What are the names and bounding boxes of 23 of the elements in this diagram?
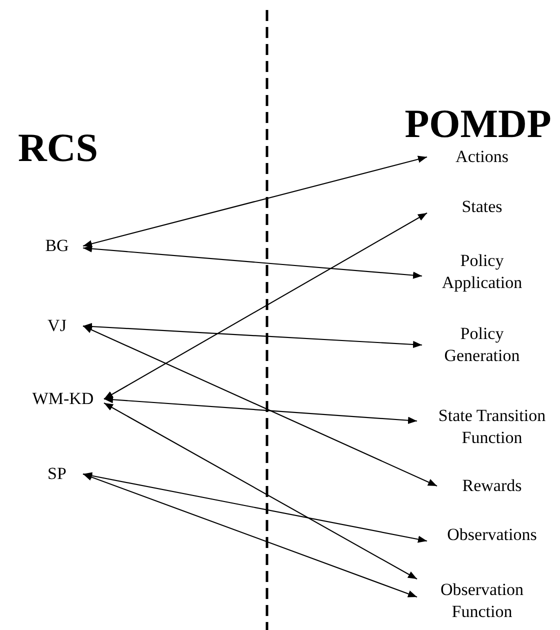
double-headed-arrow: [104, 402, 418, 580]
double-headed-arrow: [82, 156, 428, 248]
node-label: Policy Generation: [432, 322, 532, 368]
node-label: State Transition Function: [427, 404, 557, 450]
double-headed-arrow: [82, 472, 428, 543]
double-headed-arrow: [82, 473, 418, 598]
node-label: VJ: [37, 314, 77, 338]
node-label: States: [437, 196, 527, 218]
column-heading: RCS: [18, 128, 98, 168]
node-label: BG: [37, 234, 77, 258]
column-heading: POMDP: [404, 104, 552, 144]
node-label: Actions: [437, 146, 527, 168]
double-headed-arrow: [82, 245, 422, 279]
node-label: Rewards: [447, 474, 537, 498]
node-label: Policy Application: [432, 250, 532, 294]
node-label: Observations: [437, 524, 547, 546]
node-label: WM-KD: [28, 388, 98, 410]
node-label: Observation Function: [427, 578, 537, 624]
node-label: SP: [37, 462, 77, 486]
double-headed-arrow: [104, 212, 428, 400]
double-headed-arrow: [104, 396, 418, 424]
double-headed-arrow: [82, 322, 422, 348]
double-headed-arrow: [82, 326, 438, 486]
